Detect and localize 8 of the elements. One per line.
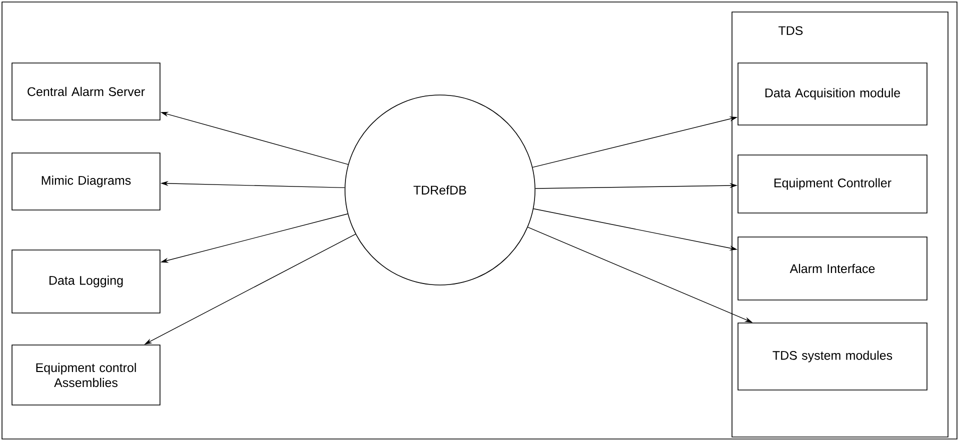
process-box: Alarm Interface <box>738 236 928 300</box>
process-box: Equipment Controller <box>738 154 928 214</box>
process-box: Central Alarm Server <box>12 62 160 120</box>
process-box: TDS system modules <box>738 322 928 390</box>
process-box: Mimic Diagrams <box>12 152 160 210</box>
process-box: Equipment control Assemblies <box>12 344 160 406</box>
process-box: Data Logging <box>12 250 160 314</box>
process-box: Data Acquisition module <box>738 62 928 126</box>
